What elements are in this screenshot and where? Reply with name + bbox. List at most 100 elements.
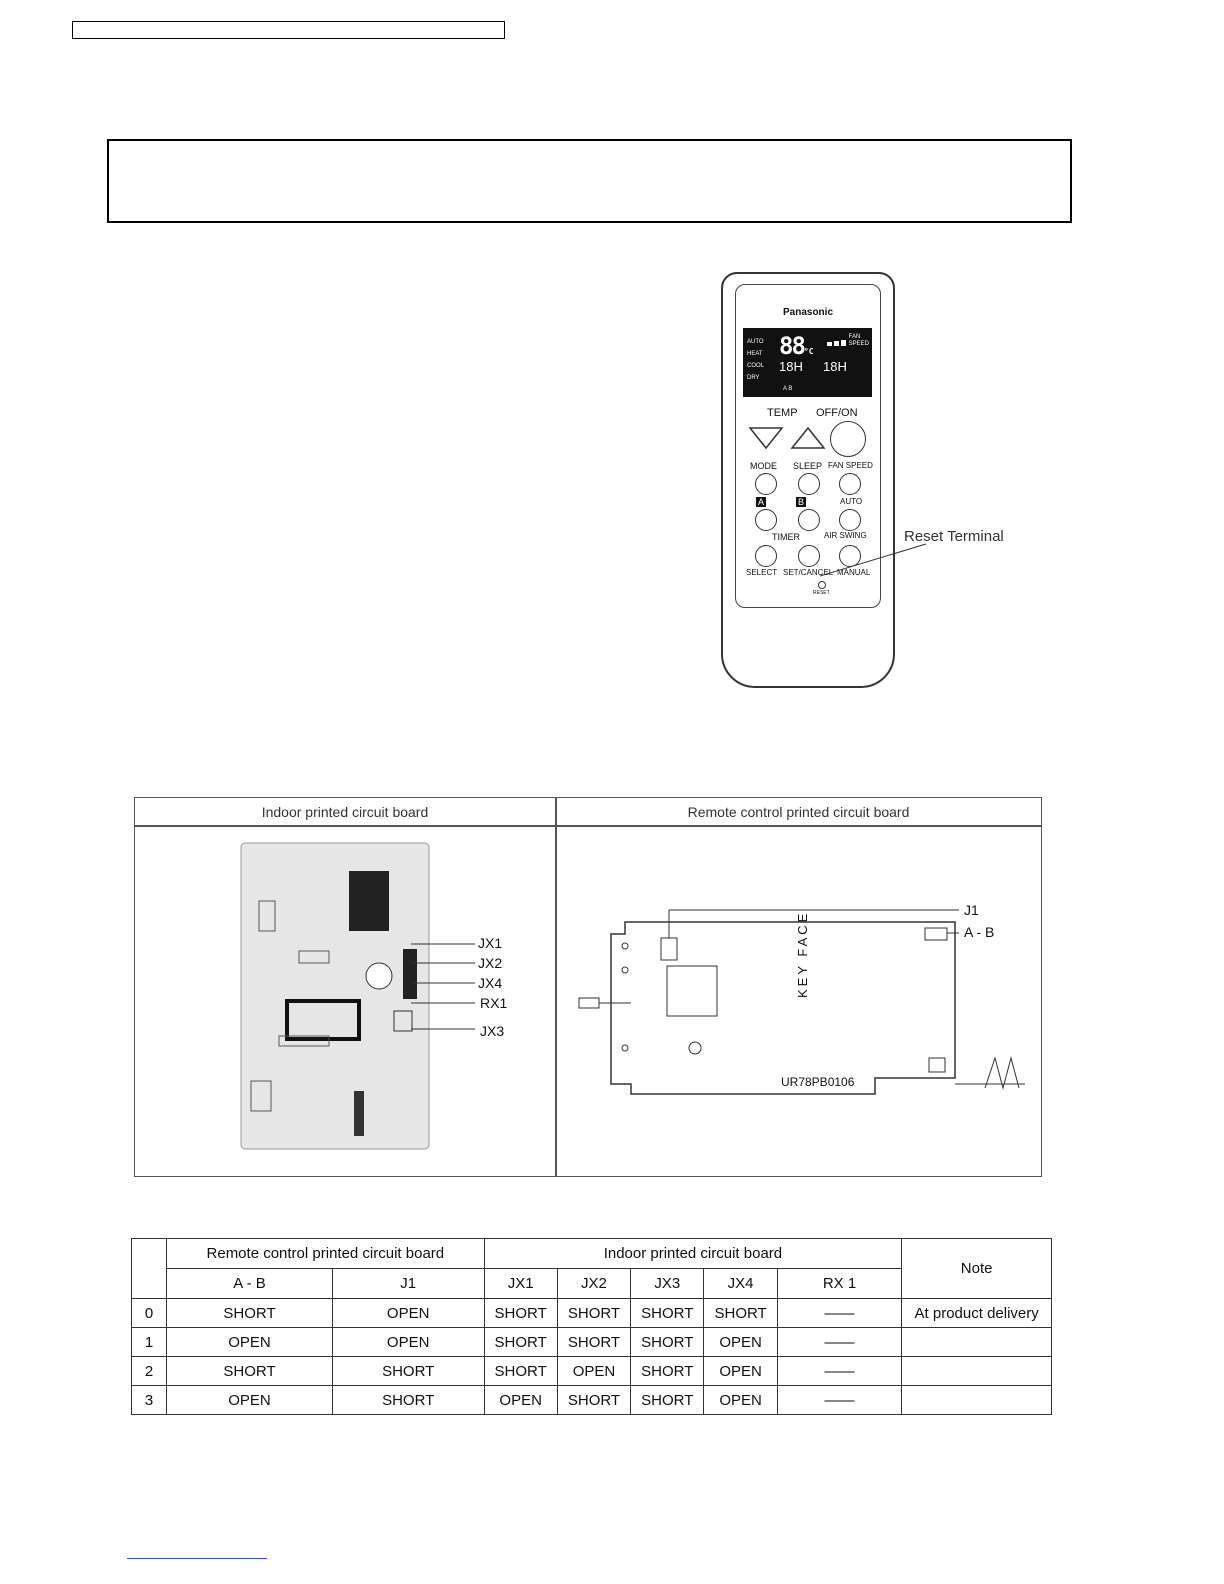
indoor-pcb-header: Indoor printed circuit board: [261, 804, 429, 820]
page-header-box: [72, 21, 505, 39]
reset-terminal-callout: Reset Terminal: [904, 528, 1004, 545]
table-row: 1 OPEN OPEN SHORT SHORT SHORT OPEN ——: [130, 1327, 1052, 1357]
table-row: 3 OPEN SHORT OPEN SHORT SHORT OPEN ——: [130, 1385, 1052, 1415]
timer-a-button[interactable]: [755, 509, 777, 531]
lcd-mode-cool: COOL: [747, 363, 765, 369]
label-jx2: JX2: [478, 955, 503, 971]
sleep-label: SLEEP: [793, 461, 823, 471]
cell-ab: SHORT: [166, 1356, 333, 1386]
cell-jx1: SHORT: [483, 1298, 558, 1328]
cell-note: At product delivery: [901, 1298, 1052, 1328]
cell-jx4: OPEN: [703, 1327, 778, 1357]
lcd-fan-label-2: SPEED: [848, 341, 869, 347]
cell-jx3: SHORT: [630, 1356, 705, 1386]
remote-pcb-header: Remote control printed circuit board: [687, 804, 910, 820]
cell-jx2: SHORT: [556, 1385, 632, 1415]
lcd-temperature: 88°C: [779, 332, 814, 360]
table-header-row-1: Remote control printed circuit board Ind…: [130, 1238, 1052, 1299]
jumper-setting-table: Remote control printed circuit board Ind…: [130, 1238, 1052, 1415]
lcd-mode-auto: AUTO: [747, 339, 764, 345]
temp-up-button[interactable]: [790, 425, 826, 451]
label-jx3: JX3: [480, 1023, 505, 1039]
lcd-mode-list: AUTO HEAT COOL DRY: [747, 336, 764, 384]
cell-ab: OPEN: [166, 1327, 333, 1357]
reset-terminal-hole[interactable]: [818, 581, 826, 589]
timer-b-button[interactable]: [798, 509, 820, 531]
air-swing-label: AIR SWING: [824, 531, 867, 540]
air-swing-auto-button[interactable]: [839, 509, 861, 531]
temp-down-button[interactable]: [748, 425, 784, 451]
timer-b-label: B: [796, 497, 807, 507]
table-group-remote: Remote control printed circuit board: [166, 1238, 485, 1269]
timer-a-label: A: [756, 497, 767, 507]
figure-divider-horizontal: [135, 825, 1041, 827]
cell-jx3: SHORT: [630, 1385, 705, 1415]
select-label: SELECT: [746, 568, 778, 577]
remote-pcb-drawing: [578, 909, 1025, 1095]
timer-set-cancel-button[interactable]: [798, 545, 820, 567]
cell-jx1: SHORT: [483, 1327, 558, 1357]
timer-select-button[interactable]: [755, 545, 777, 567]
temp-label: TEMP: [767, 407, 798, 419]
label-rx1: RX1: [480, 995, 508, 1011]
cell-j1: OPEN: [331, 1327, 485, 1357]
row-id: 3: [130, 1385, 168, 1415]
row-id: 2: [130, 1356, 168, 1386]
footer-link-underline: [127, 1558, 267, 1559]
cell-j1: SHORT: [331, 1356, 485, 1386]
cell-j1: OPEN: [331, 1298, 485, 1328]
row-id: 1: [130, 1327, 168, 1357]
figure-divider-vertical: [555, 798, 557, 1176]
indoor-pcb-drawing: [240, 842, 475, 1150]
lcd-fan-bars: [827, 340, 848, 346]
cell-jx4: OPEN: [703, 1385, 778, 1415]
section-title-box: [107, 139, 1072, 223]
table-corner-cell: [130, 1238, 168, 1299]
col-header-jx3: JX3: [630, 1268, 705, 1299]
cell-note: [901, 1327, 1052, 1357]
cell-note: [901, 1356, 1052, 1386]
cell-note: [901, 1385, 1052, 1415]
lcd-temp-value: 88: [779, 332, 806, 360]
lcd-timer-b: 18H: [823, 359, 847, 374]
cell-jx1: OPEN: [483, 1385, 558, 1415]
cell-rx1: ——: [776, 1356, 903, 1386]
cell-jx2: SHORT: [556, 1298, 632, 1328]
cell-jx3: SHORT: [630, 1298, 705, 1328]
lcd-fan-label-1: FAN: [848, 334, 861, 340]
col-header-jx2: JX2: [556, 1268, 632, 1299]
mode-button[interactable]: [755, 473, 777, 495]
row-id: 0: [130, 1298, 168, 1328]
lcd-timer-a: 18H: [779, 359, 803, 374]
remote-brand: Panasonic: [782, 307, 834, 318]
cell-ab: SHORT: [166, 1298, 333, 1328]
auto-label: AUTO: [840, 497, 863, 506]
pcb-code-label: UR78PB0106: [781, 1075, 855, 1089]
cell-jx4: SHORT: [703, 1298, 778, 1328]
cell-rx1: ——: [776, 1298, 903, 1328]
lcd-mode-heat: HEAT: [747, 351, 763, 357]
offon-button[interactable]: [830, 421, 866, 457]
timer-label: TIMER: [772, 532, 800, 542]
label-j1: J1: [964, 902, 979, 918]
cell-jx2: SHORT: [556, 1327, 632, 1357]
reset-leader-line: [820, 543, 927, 577]
table-group-indoor: Indoor printed circuit board: [483, 1238, 903, 1269]
col-header-rx1: RX 1: [776, 1268, 903, 1299]
cell-ab: OPEN: [166, 1385, 333, 1415]
pcb-figure-table: Indoor printed circuit board Remote cont…: [134, 797, 1042, 1177]
lcd-mode-dry: DRY: [747, 375, 760, 381]
mode-label: MODE: [750, 461, 777, 471]
fan-speed-button[interactable]: [839, 473, 861, 495]
col-header-j1: J1: [331, 1268, 485, 1299]
table-note-header: Note: [901, 1238, 1052, 1299]
sleep-button[interactable]: [798, 473, 820, 495]
cell-rx1: ——: [776, 1385, 903, 1415]
set-cancel-label: SET/CANCEL: [783, 568, 834, 577]
cell-rx1: ——: [776, 1327, 903, 1357]
table-row: 2 SHORT SHORT SHORT OPEN SHORT OPEN ——: [130, 1356, 1052, 1386]
